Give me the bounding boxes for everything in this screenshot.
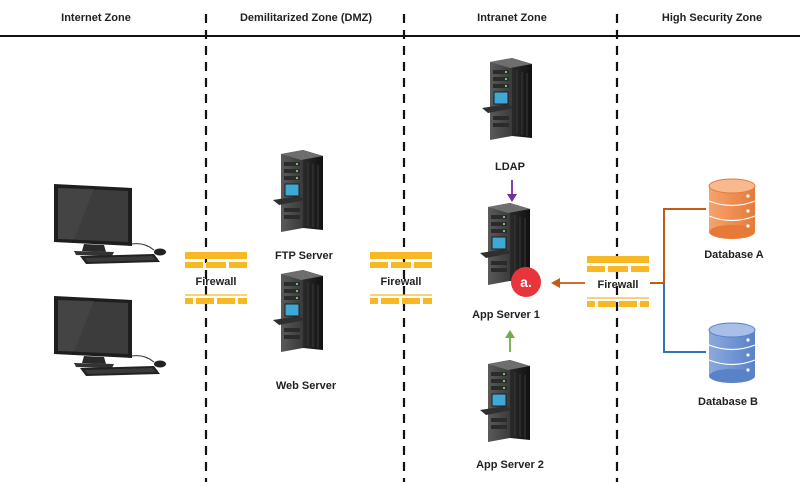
database-b-link — [663, 283, 706, 353]
firewall-2-label: Firewall — [381, 276, 422, 288]
database-b-label: Database B — [698, 396, 758, 408]
database-icon — [708, 178, 756, 239]
zone-intranet-label: Intranet Zone — [477, 12, 547, 24]
app2-arrowhead — [505, 330, 515, 338]
server-tower-icon — [272, 149, 324, 233]
firewall-icon — [369, 294, 433, 305]
app-server-2-label: App Server 2 — [476, 459, 544, 471]
firewall-1-label: Firewall — [196, 276, 237, 288]
database-a-label: Database A — [704, 249, 764, 261]
firewall-3: Firewall — [586, 256, 650, 308]
app-badge-text: a. — [520, 274, 532, 290]
zone-high-security-label: High Security Zone — [662, 12, 762, 24]
firewall-icon — [185, 252, 247, 268]
app-server-1-label: App Server 1 — [472, 309, 540, 321]
web-server-label: Web Server — [276, 380, 337, 392]
desktop-computer-icon — [53, 183, 167, 265]
server-tower-icon — [481, 57, 533, 141]
database-a-link — [650, 208, 706, 284]
server-tower-icon — [272, 269, 324, 353]
firewall-icon — [370, 252, 432, 268]
zone-dmz-label: Demilitarized Zone (DMZ) — [240, 12, 372, 24]
ftp-server-label: FTP Server — [275, 250, 334, 262]
db-to-app-arrowhead — [551, 278, 560, 288]
firewall-icon — [587, 256, 649, 272]
firewall-1: Firewall — [184, 252, 248, 305]
firewall-icon — [184, 294, 248, 305]
zone-internet-label: Internet Zone — [61, 12, 131, 24]
firewall-3-label: Firewall — [598, 279, 639, 291]
ldap-label: LDAP — [495, 161, 525, 173]
server-tower-icon — [479, 359, 531, 443]
ldap-arrowhead — [507, 194, 517, 202]
database-icon — [708, 322, 756, 383]
desktop-computer-icon — [53, 295, 167, 377]
app-badge-icon — [511, 267, 541, 297]
firewall-2: Firewall — [369, 252, 433, 305]
